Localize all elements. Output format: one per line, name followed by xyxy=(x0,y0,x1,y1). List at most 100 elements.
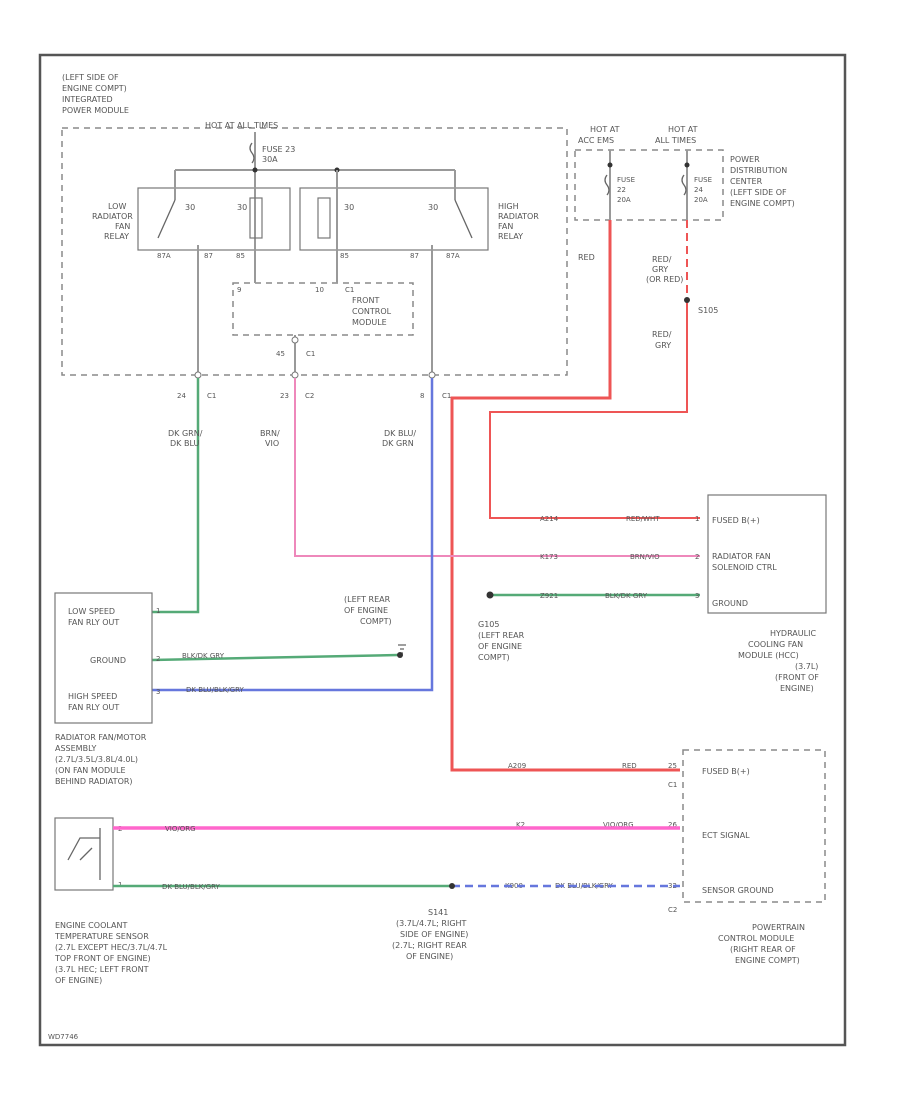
pdc-hot-right-2: ALL TIMES xyxy=(655,136,696,145)
ground-g105-dot xyxy=(486,591,494,599)
ipm-label-3: INTEGRATED xyxy=(62,95,113,104)
pcm-code-a: A209 xyxy=(508,762,526,770)
splice-s141-dot xyxy=(449,883,455,889)
high-relay-pin-30b: 30 xyxy=(428,203,438,212)
low-relay-contact xyxy=(157,199,176,239)
c2-pin-23 xyxy=(291,371,299,379)
pcm-label-2: CONTROL MODULE xyxy=(718,934,794,943)
motor-label-4: (ON FAN MODULE xyxy=(55,766,126,775)
high-relay-contact xyxy=(454,199,473,239)
fcm-pin-10: 10 xyxy=(315,286,324,294)
low-relay-coil xyxy=(249,197,263,239)
s141-label-5: OF ENGINE) xyxy=(406,952,453,961)
fuse24-dot xyxy=(684,162,690,168)
pdc-label-4: (LEFT SIDE OF xyxy=(730,188,787,197)
motor-box xyxy=(54,592,153,724)
motor-label-5: BEHIND RADIATOR) xyxy=(55,777,133,786)
power-wires: RED RED/ GRY (OR RED) S105 RED/ GRY xyxy=(450,220,718,772)
wire-dkblu-2: DK GRN xyxy=(382,439,414,448)
motor-label-3: (2.7L/3.5L/3.8L/4.0L) xyxy=(55,755,138,764)
powertrain-control-module: FUSED B(+) ECT SIGNAL SENSOR GROUND A209… xyxy=(505,749,826,965)
fuse24-label-2: 24 xyxy=(694,186,703,194)
ect-wires: VIO/ORG DK BLU/BLK/GRY xyxy=(113,825,680,891)
motor-row-low-2: FAN RLY OUT xyxy=(68,618,119,627)
hcc-wire-c: BLK/DK GRY xyxy=(605,592,648,600)
splice-s105-label: S105 xyxy=(698,306,718,315)
motor-row-high-1: HIGH SPEED xyxy=(68,692,117,701)
fuse24-symbol xyxy=(681,174,687,196)
pcm-pin-a: 25 xyxy=(668,762,677,770)
wire-vio-org-label: VIO/ORG xyxy=(165,825,196,833)
motor-high-wire-label: DK BLU/BLK/GRY xyxy=(186,686,245,694)
diagram-frame xyxy=(38,53,847,1047)
motor-ground-wire-label: BLK/DK GRY xyxy=(182,652,225,660)
fcm-pin-9: 9 xyxy=(237,286,241,294)
front-control-module xyxy=(232,282,414,336)
high-relay-pin-87a: 87A xyxy=(446,252,460,260)
c1-pin-8-label: 8 xyxy=(420,392,424,400)
high-relay-label-4: RELAY xyxy=(498,232,523,241)
motor-label-1: RADIATOR FAN/MOTOR xyxy=(55,733,147,742)
hcc-label-1: HYDRAULIC xyxy=(770,629,816,638)
ground-left-label-1: (LEFT REAR xyxy=(344,595,391,604)
bus-splice-dot xyxy=(252,167,258,173)
c1-pin-8 xyxy=(428,371,436,379)
motor-row-ground: GROUND xyxy=(90,656,126,665)
s141-label-3: SIDE OF ENGINE) xyxy=(400,930,468,939)
pcm-row-fused: FUSED B(+) xyxy=(702,767,750,776)
wire-red-gry-3: (OR RED) xyxy=(646,275,683,284)
motor-pin-b: 2 xyxy=(156,655,160,663)
hydraulic-cooling-fan-module: FUSED B(+) RADIATOR FAN SOLENOID CTRL GR… xyxy=(540,494,827,693)
wire-red-gry-1: RED/ xyxy=(652,255,672,264)
wire-brn-vio-1: BRN/ xyxy=(260,429,280,438)
high-relay-pin-87: 87 xyxy=(410,252,419,260)
low-relay-pin-87a: 87A xyxy=(157,252,171,260)
ect-sensor: 2 1 ENGINE COOLANT TEMPERATURE SENSOR (2… xyxy=(54,817,168,985)
hcc-label-5: (FRONT OF xyxy=(775,673,819,682)
s141-label-2: (3.7L/4.7L; RIGHT xyxy=(396,919,467,928)
radiator-fan-motor-assembly: LOW SPEED FAN RLY OUT GROUND HIGH SPEED … xyxy=(54,592,160,786)
ect-label-4: TOP FRONT OF ENGINE) xyxy=(54,954,151,963)
pcm-pin-b: 26 xyxy=(668,821,677,829)
pcm-conn-a: C1 xyxy=(668,781,677,789)
g105-label-2: (LEFT REAR xyxy=(478,631,525,640)
wire-red-gry2-2: GRY xyxy=(655,341,671,350)
fuse24-label-1: FUSE xyxy=(694,176,712,184)
high-relay-coil xyxy=(317,197,331,239)
hcc-label-4: (3.7L) xyxy=(795,662,818,671)
motor-pin-c: 3 xyxy=(156,688,160,696)
hcc-box xyxy=(707,494,827,614)
hcc-row-fused: FUSED B(+) xyxy=(712,516,760,525)
hcc-label-6: ENGINE) xyxy=(780,684,814,693)
ect-label-6: OF ENGINE) xyxy=(55,976,102,985)
pcm-row-ground: SENSOR GROUND xyxy=(702,886,774,895)
diagram-code: WD7746 xyxy=(48,1033,79,1041)
fcm-label-1: FRONT xyxy=(352,296,379,305)
ground-left-rear: (LEFT REAR OF ENGINE COMPT) xyxy=(344,595,406,658)
high-fan-relay xyxy=(299,187,489,251)
low-relay-label-4: RELAY xyxy=(104,232,129,241)
hcc-pin-a: 1 xyxy=(695,515,699,523)
pcm-row-ect: ECT SIGNAL xyxy=(702,831,750,840)
ipm-boundary xyxy=(61,127,568,376)
c1-conn-label: C1 xyxy=(207,392,216,400)
fuse23-label-1: FUSE 23 xyxy=(262,145,295,154)
wire-red-label: RED xyxy=(578,253,595,262)
wire-dkblu-1: DK BLU/ xyxy=(384,429,416,438)
power-distribution-center: HOT AT ACC EMS HOT AT ALL TIMES FUSE 22 … xyxy=(574,125,795,221)
integrated-power-module: (LEFT SIDE OF ENGINE COMPT) INTEGRATED P… xyxy=(61,73,568,400)
fcm-label-2: CONTROL xyxy=(352,307,392,316)
hcc-pin-c: 3 xyxy=(695,592,699,600)
ground-left-dot xyxy=(397,652,403,658)
high-relay-pin-85: 85 xyxy=(340,252,349,260)
wire-dkgrn-1: DK GRN/ xyxy=(168,429,203,438)
pcm-code-c: K900 xyxy=(505,882,523,890)
wire-brn-vio-2: VIO xyxy=(265,439,279,448)
hcc-pin-b: 2 xyxy=(695,553,699,561)
fuse22-label-2: 22 xyxy=(617,186,626,194)
pdc-label-2: DISTRIBUTION xyxy=(730,166,787,175)
red-wire-pcm xyxy=(450,220,680,772)
pcm-label-4: ENGINE COMPT) xyxy=(735,956,800,965)
